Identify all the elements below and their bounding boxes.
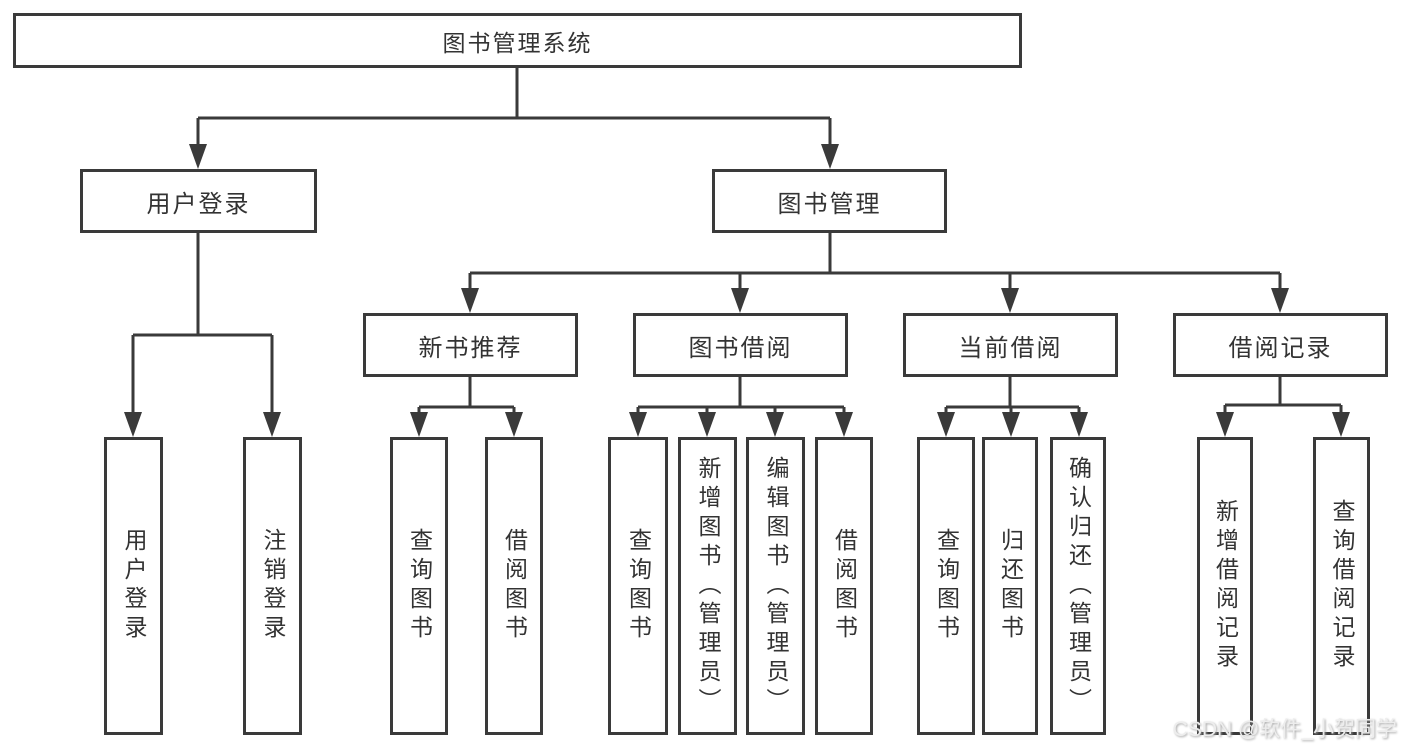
node-user-login-label: 用户登录	[146, 190, 251, 218]
node-new-book-recommendation: 新书推荐	[363, 313, 578, 377]
node-leaf-add-borrow-record: 新增借阅记录	[1197, 437, 1253, 735]
connector-records-children	[1223, 377, 1343, 418]
csdn-watermark: CSDN @软件_小贺同学	[1172, 718, 1397, 741]
connector-currentborrow-children	[944, 377, 1081, 418]
node-leaf-user-login-label: 用户登录	[121, 528, 147, 644]
connector-bookmgmt-to-level3	[468, 233, 1282, 292]
node-leaf-edit-books-admin-label: 编辑图书（管理员）	[763, 455, 789, 717]
node-current-borrowing-label: 当前借阅	[958, 334, 1063, 362]
node-leaf-query-books-recommend: 查询图书	[390, 437, 448, 735]
node-leaf-edit-books-admin: 编辑图书（管理员）	[746, 437, 805, 735]
node-leaf-add-books-admin-label: 新增图书（管理员）	[695, 455, 721, 717]
node-leaf-query-borrow-record-label: 查询借阅记录	[1329, 499, 1355, 673]
node-leaf-return-books-label: 归还图书	[997, 528, 1024, 644]
node-borrowing-records: 借阅记录	[1173, 313, 1388, 377]
node-leaf-query-borrow-record: 查询借阅记录	[1313, 437, 1370, 735]
node-leaf-confirm-return-admin-label: 确认归还（管理员）	[1065, 455, 1092, 717]
node-leaf-logout-label: 注销登录	[260, 528, 286, 644]
node-leaf-add-borrow-record-label: 新增借阅记录	[1212, 499, 1239, 673]
connector-bookborrow-children	[636, 377, 846, 418]
connector-userlogin-children	[131, 233, 274, 416]
connector-newbook-children	[417, 377, 516, 418]
node-user-login: 用户登录	[80, 169, 317, 233]
node-leaf-query-books-current-label: 查询图书	[933, 528, 960, 644]
node-root: 图书管理系统	[13, 13, 1022, 68]
node-leaf-logout: 注销登录	[243, 437, 302, 735]
node-new-book-recommendation-label: 新书推荐	[418, 334, 523, 362]
node-book-management: 图书管理	[712, 169, 947, 233]
node-current-borrowing: 当前借阅	[903, 313, 1118, 377]
node-book-borrowing: 图书借阅	[633, 313, 848, 377]
node-root-label: 图书管理系统	[442, 29, 593, 56]
node-leaf-query-books-current: 查询图书	[917, 437, 975, 735]
node-leaf-query-books-borrow: 查询图书	[608, 437, 668, 735]
node-leaf-confirm-return-admin: 确认归还（管理员）	[1050, 437, 1106, 735]
connector-root-to-level2	[196, 68, 832, 148]
node-book-borrowing-label: 图书借阅	[688, 334, 793, 362]
node-book-management-label: 图书管理	[777, 190, 882, 218]
node-leaf-borrow-books-label: 借阅图书	[831, 528, 858, 644]
node-leaf-add-books-admin: 新增图书（管理员）	[678, 437, 737, 735]
node-leaf-query-books-borrow-label: 查询图书	[625, 528, 652, 644]
node-borrowing-records-label: 借阅记录	[1228, 334, 1333, 362]
node-leaf-user-login: 用户登录	[104, 437, 163, 735]
node-leaf-borrow-books: 借阅图书	[815, 437, 873, 735]
node-leaf-return-books: 归还图书	[982, 437, 1038, 735]
node-leaf-borrow-books-recommend: 借阅图书	[485, 437, 543, 735]
node-leaf-query-books-recommend-label: 查询图书	[406, 528, 433, 644]
node-leaf-borrow-books-recommend-label: 借阅图书	[501, 528, 528, 644]
